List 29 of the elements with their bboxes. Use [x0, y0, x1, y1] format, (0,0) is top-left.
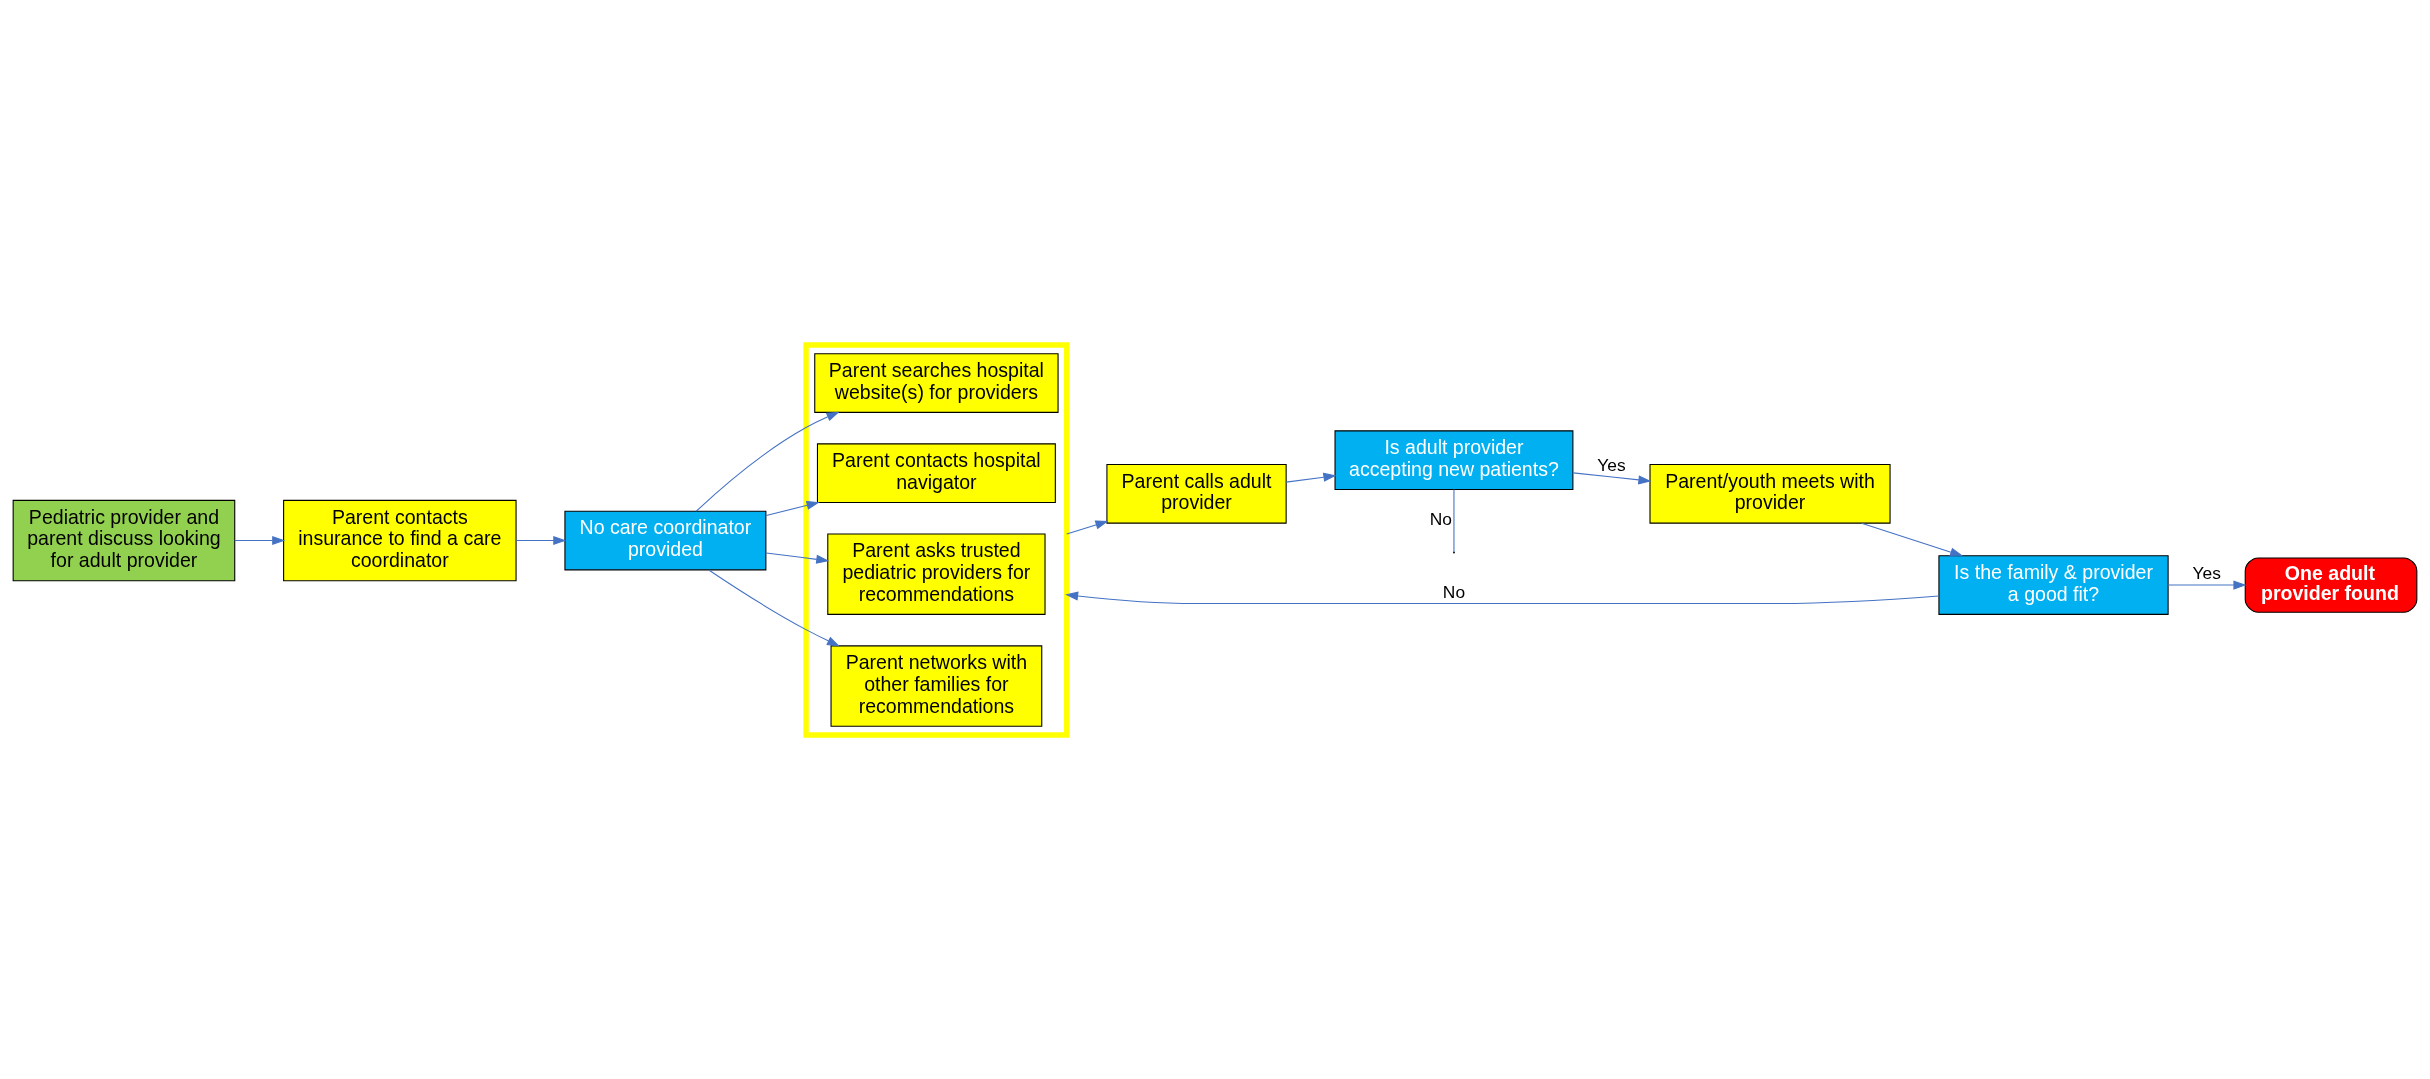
node-box: Pediatric provider and parent discuss looking for adult provider: [12, 499, 236, 581]
node-box: Parent contacts hospital navigator: [816, 442, 1056, 503]
node-box: Is adult provider accepting new patients?: [1334, 429, 1574, 490]
node-box: Parent/youth meets with provider: [1649, 463, 1891, 524]
arrow: [234, 535, 286, 545]
edge-label: Yes: [2192, 562, 2221, 583]
edge-label: Yes: [1597, 454, 1626, 475]
edge-label: No: [1429, 508, 1453, 529]
arrow: [1065, 591, 1940, 604]
arrow: [1861, 522, 1964, 556]
edge-label: No: [1442, 581, 1466, 602]
arrow: [2167, 580, 2247, 590]
node-box: Parent asks trusted pediatric providers for recommendations: [827, 533, 1046, 615]
arrow: [1285, 472, 1337, 483]
arrow: [1572, 471, 1652, 484]
node-box: One adult provider found: [2244, 556, 2418, 613]
arrow: [765, 552, 830, 564]
connector: [1453, 488, 1455, 552]
arrow: [708, 568, 840, 646]
arrow: [515, 535, 567, 545]
node-box: Parent calls adult provider: [1106, 463, 1287, 524]
node-box: Parent contacts insurance to find a care coordinator: [283, 499, 517, 581]
arrow: [765, 500, 820, 516]
arrow: [695, 411, 840, 512]
node-box: Is the family & provider a good fit?: [1938, 554, 2169, 615]
node-box: Parent networks with other families for recommendations: [830, 644, 1043, 727]
node-box: Parent searches hospital website(s) for providers: [814, 352, 1059, 413]
arrow: [1066, 519, 1109, 534]
node-box: No care coordinator provided: [564, 510, 767, 570]
